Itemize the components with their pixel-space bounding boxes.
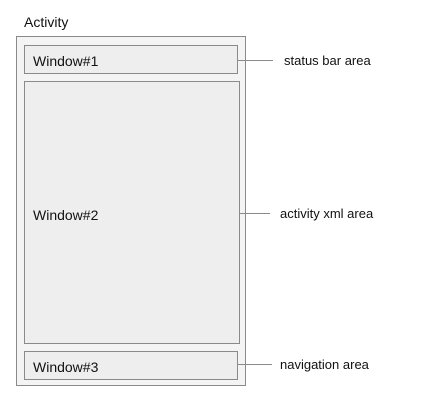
window-3-box: Window#3: [24, 351, 238, 380]
status-bar-leader-line: [238, 60, 273, 61]
window-1-box: Window#1: [24, 45, 238, 74]
navigation-area-annotation: navigation area: [280, 357, 369, 372]
window-2-label: Window#2: [33, 207, 99, 223]
window-2-box: Window#2: [24, 81, 240, 344]
activity-xml-area-annotation: activity xml area: [280, 206, 374, 221]
window-1-label: Window#1: [33, 53, 99, 69]
window-3-label: Window#3: [33, 359, 99, 375]
activity-xml-leader-line: [240, 213, 270, 214]
diagram-title: Activity: [24, 14, 69, 30]
navigation-leader-line: [238, 364, 272, 365]
status-bar-area-annotation: status bar area: [284, 53, 371, 68]
